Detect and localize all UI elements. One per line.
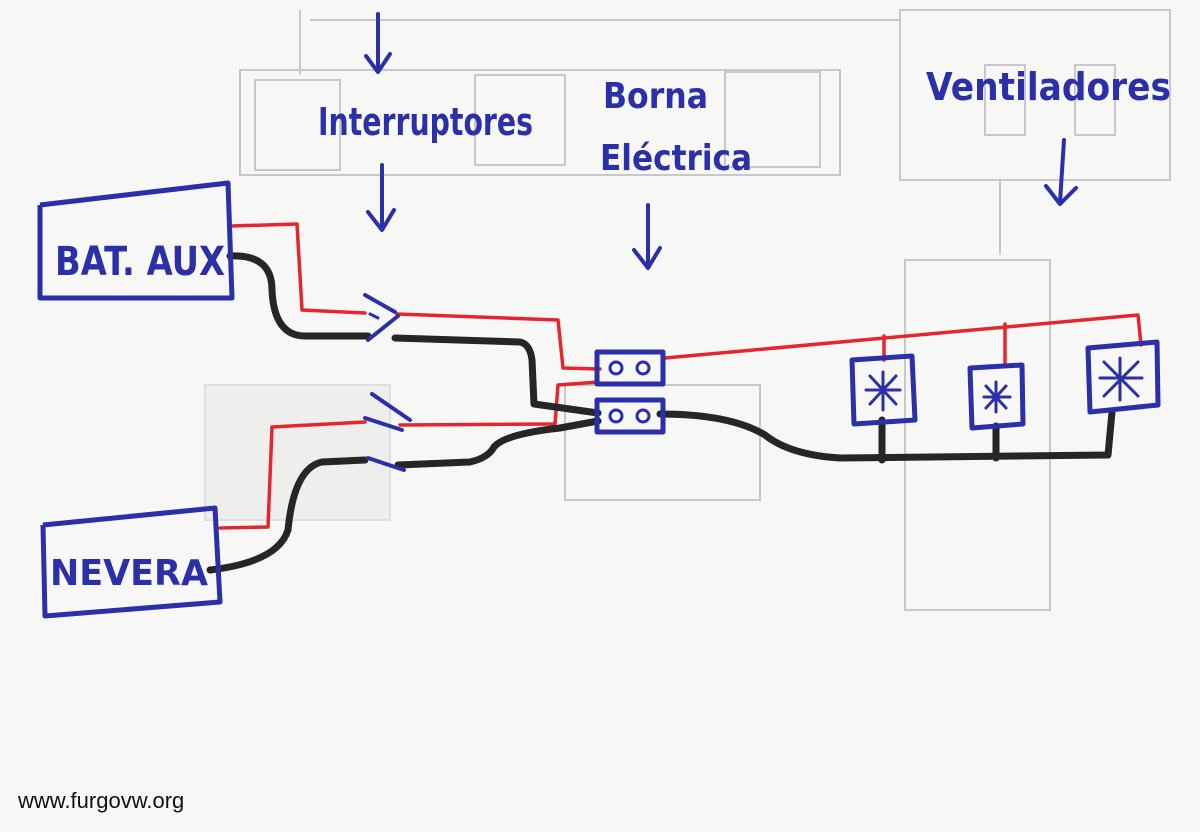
black-wire-borna-to-fans bbox=[656, 408, 1116, 462]
nevera-box: NEVERA bbox=[40, 505, 223, 619]
red-wire-nevera-to-switch bbox=[218, 420, 367, 530]
bat-aux-label: BAT. AUX bbox=[55, 239, 225, 285]
asterisk-fan-icon bbox=[1098, 356, 1144, 402]
black-wire-switch2-to-borna bbox=[394, 417, 602, 469]
interruptores-label: Interruptores bbox=[318, 100, 533, 144]
red-wire-bat-to-switch bbox=[230, 222, 367, 315]
terminal-screw-icon bbox=[608, 408, 624, 424]
black-wire-nevera-to-switch bbox=[206, 456, 369, 574]
fan-2 bbox=[967, 362, 1026, 431]
negative-wires bbox=[206, 252, 1116, 574]
switch-upper bbox=[363, 293, 400, 342]
red-wire-borna-to-fans bbox=[663, 313, 1143, 360]
switch-lower bbox=[363, 392, 412, 472]
asterisk-fan-icon bbox=[864, 370, 902, 412]
black-wire-bat-to-switch bbox=[226, 252, 372, 340]
terminal-screw-icon bbox=[635, 408, 651, 424]
fan-3 bbox=[1085, 339, 1161, 415]
borna-label-line2: Eléctrica bbox=[600, 138, 752, 179]
battery-aux-box: BAT. AUX bbox=[37, 180, 235, 301]
fan-1 bbox=[849, 353, 918, 427]
down-arrow-icon bbox=[366, 163, 396, 232]
asterisk-fan-icon bbox=[982, 380, 1012, 414]
watermark-text: www.furgovw.org bbox=[17, 788, 184, 813]
down-arrow-icon bbox=[632, 203, 662, 270]
nevera-label: NEVERA bbox=[50, 553, 208, 594]
red-wire-switch-to-borna bbox=[395, 312, 602, 371]
down-arrow-icon bbox=[1044, 138, 1078, 206]
borna-label-line1: Borna bbox=[603, 76, 708, 117]
down-arrow-icon bbox=[364, 12, 392, 74]
terminal-screw-icon bbox=[608, 360, 624, 376]
terminal-screw-icon bbox=[635, 360, 651, 376]
black-wire-switch-to-borna bbox=[391, 334, 602, 417]
terminal-block bbox=[594, 349, 666, 435]
ventiladores-label: Ventiladores bbox=[926, 65, 1171, 109]
red-wire-switch2-to-borna bbox=[398, 380, 600, 427]
